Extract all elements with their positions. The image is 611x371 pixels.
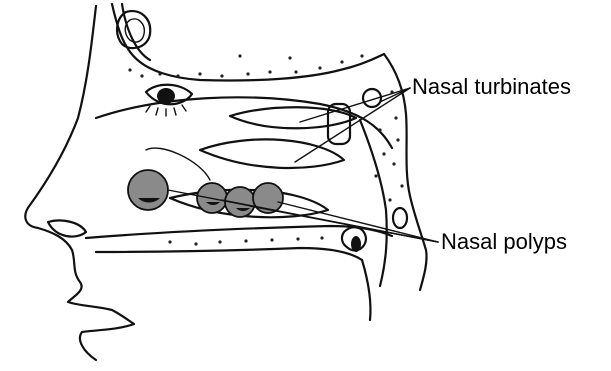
polyp-1 <box>128 170 168 210</box>
eustachian-opening <box>351 236 361 252</box>
nasal-cavity-floor <box>86 226 392 238</box>
hard-palate <box>96 248 362 260</box>
adenoid <box>393 208 407 228</box>
label-nasal-polyps: Nasal polyps <box>441 231 567 253</box>
eyelashes <box>146 105 186 116</box>
skull-outline <box>112 4 384 81</box>
label-nasal-turbinates: Nasal turbinates <box>412 76 571 98</box>
turbinates-leaders <box>295 88 410 162</box>
face-profile <box>25 6 134 360</box>
soft-palate <box>362 260 371 320</box>
posterior-wall <box>360 120 387 286</box>
